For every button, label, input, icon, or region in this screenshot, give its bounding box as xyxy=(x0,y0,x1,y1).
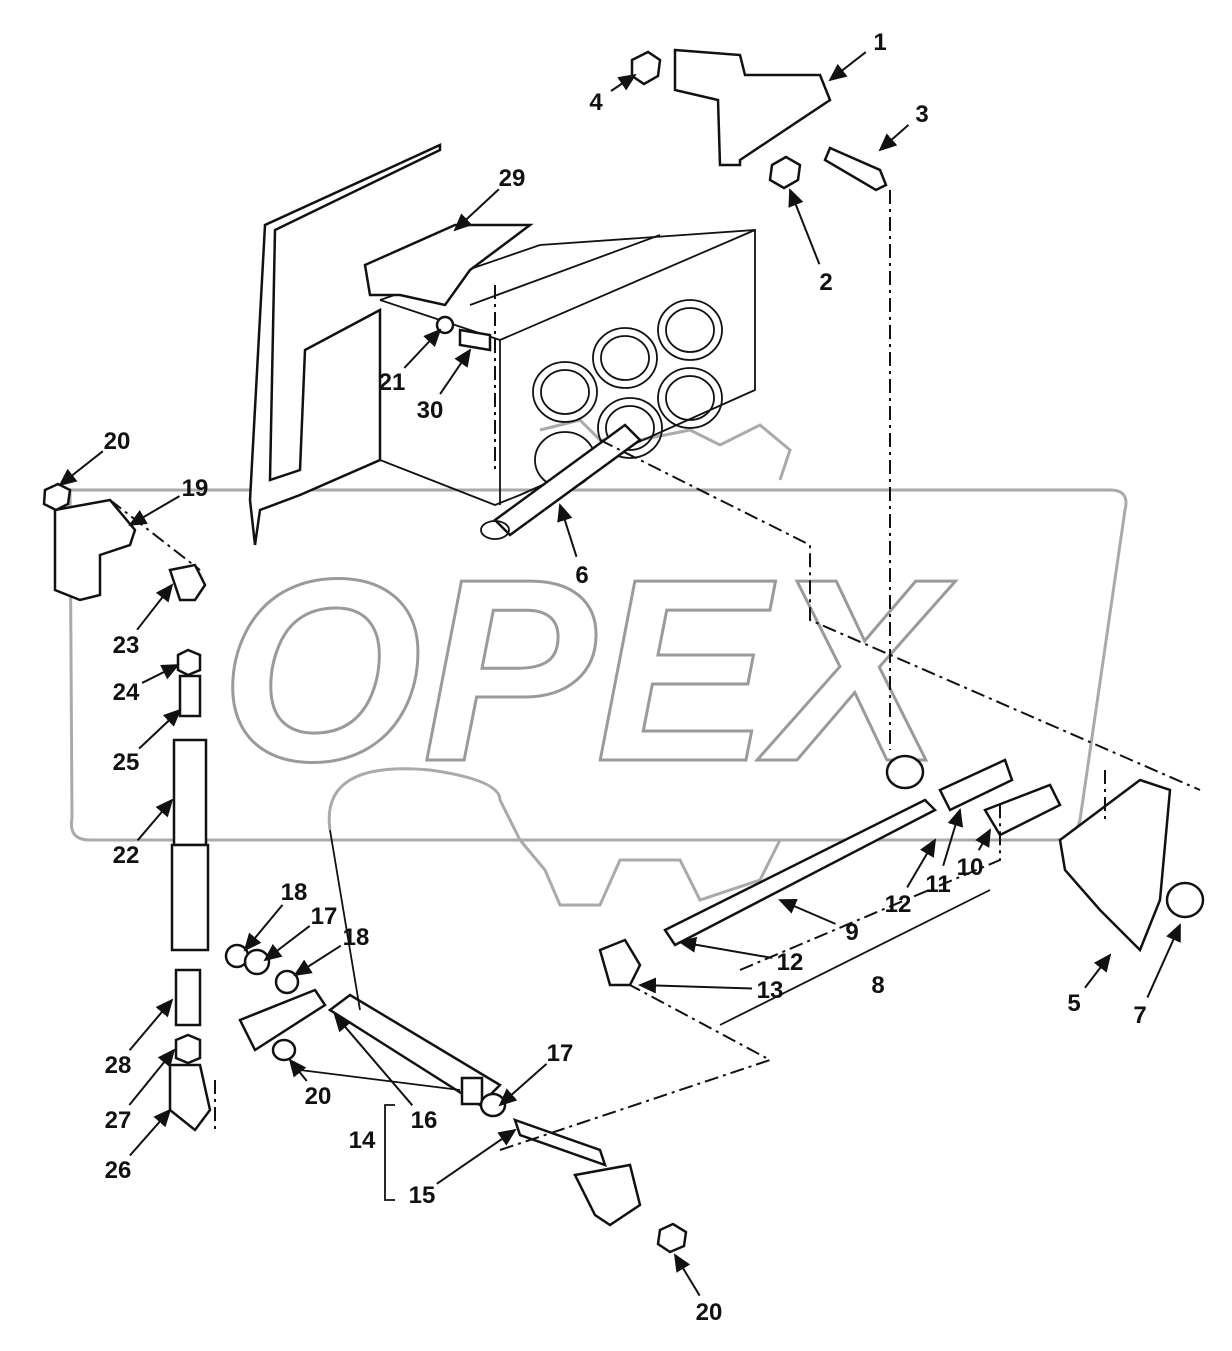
callout-arrow xyxy=(138,708,182,750)
callout-arrow xyxy=(128,998,174,1051)
callout-20: 20 xyxy=(305,1083,332,1110)
callout-14: 14 xyxy=(349,1127,376,1154)
callout-arrow xyxy=(678,936,773,959)
watermark-text: OPEX xyxy=(220,526,956,816)
alignment-lines xyxy=(109,190,1201,1151)
callout-arrow xyxy=(942,808,964,867)
callout-arrow xyxy=(673,1253,701,1297)
callout-2: 2 xyxy=(819,269,832,296)
callout-17: 17 xyxy=(547,1040,574,1067)
callout-arrow xyxy=(778,898,836,925)
callout-arrow xyxy=(128,1048,176,1106)
callout-arrow xyxy=(288,1058,308,1082)
callout-arrow xyxy=(293,944,342,977)
callout-10: 10 xyxy=(957,854,984,881)
spring-6 xyxy=(493,423,642,537)
callout-arrow xyxy=(975,828,991,851)
callout-arrow xyxy=(788,188,821,265)
callout-arrow xyxy=(453,188,500,232)
lever-19 xyxy=(53,498,137,602)
callout-18: 18 xyxy=(343,924,370,951)
callout-arrow xyxy=(1146,923,1181,998)
callout-29: 29 xyxy=(499,165,526,192)
callout-20: 20 xyxy=(696,1299,723,1326)
callout-25: 25 xyxy=(113,749,140,776)
callout-arrow xyxy=(136,583,174,631)
opex-watermark: OPEX xyxy=(68,418,1128,907)
callout-30: 30 xyxy=(417,397,444,424)
callout-3: 3 xyxy=(915,101,928,128)
gas-strut-22 xyxy=(168,563,212,1132)
callout-arrow xyxy=(828,51,867,82)
callout-arrow xyxy=(439,348,472,395)
callout-8: 8 xyxy=(871,972,884,999)
callout-arrow xyxy=(136,798,174,841)
rod-assembly-8 xyxy=(598,754,1205,987)
callout-9: 9 xyxy=(845,919,858,946)
callout-arrow xyxy=(906,838,937,888)
shaft-assembly-14 xyxy=(224,943,688,1254)
callout-arrow xyxy=(638,977,753,994)
callout-11: 11 xyxy=(925,871,950,898)
callout-arrow xyxy=(129,1108,172,1157)
callout-24: 24 xyxy=(113,679,140,706)
callout-20: 20 xyxy=(104,428,131,455)
housing xyxy=(248,143,756,546)
callout-arrow xyxy=(128,495,180,527)
callout-arrow xyxy=(333,1013,414,1106)
hardware xyxy=(435,50,888,352)
callout-6: 6 xyxy=(575,562,588,589)
bracket-29 xyxy=(363,223,534,307)
callout-arrow xyxy=(141,664,180,684)
callout-26: 26 xyxy=(105,1157,132,1184)
callout-arrow xyxy=(403,328,442,369)
callout-18: 18 xyxy=(281,879,308,906)
callout-28: 28 xyxy=(105,1052,132,1079)
callout-arrow xyxy=(878,124,910,152)
callout-arrow xyxy=(610,73,637,92)
callout-arrow xyxy=(263,925,311,962)
callout-16: 16 xyxy=(411,1107,438,1134)
callout-4: 4 xyxy=(589,89,603,116)
callout-17: 17 xyxy=(311,903,338,930)
callout-arrow xyxy=(436,1128,517,1185)
callout-19: 19 xyxy=(182,475,209,502)
bracket-1 xyxy=(673,48,832,167)
callout-arrow xyxy=(243,904,284,952)
callout-arrow xyxy=(557,503,578,558)
callout-21: 21 xyxy=(379,369,406,396)
callout-27: 27 xyxy=(105,1107,132,1134)
callout-7: 7 xyxy=(1133,1002,1146,1029)
callout-12: 12 xyxy=(885,891,912,918)
callout-arrow xyxy=(498,1063,548,1107)
callout-arrow xyxy=(1084,953,1112,989)
callout-1: 1 xyxy=(873,29,886,56)
callout-12: 12 xyxy=(777,949,804,976)
callout-22: 22 xyxy=(113,842,140,869)
callout-5: 5 xyxy=(1067,990,1080,1017)
callout-23: 23 xyxy=(113,632,140,659)
callout-arrow xyxy=(58,450,104,487)
callout-15: 15 xyxy=(409,1182,436,1209)
group-bracket xyxy=(384,889,991,1201)
